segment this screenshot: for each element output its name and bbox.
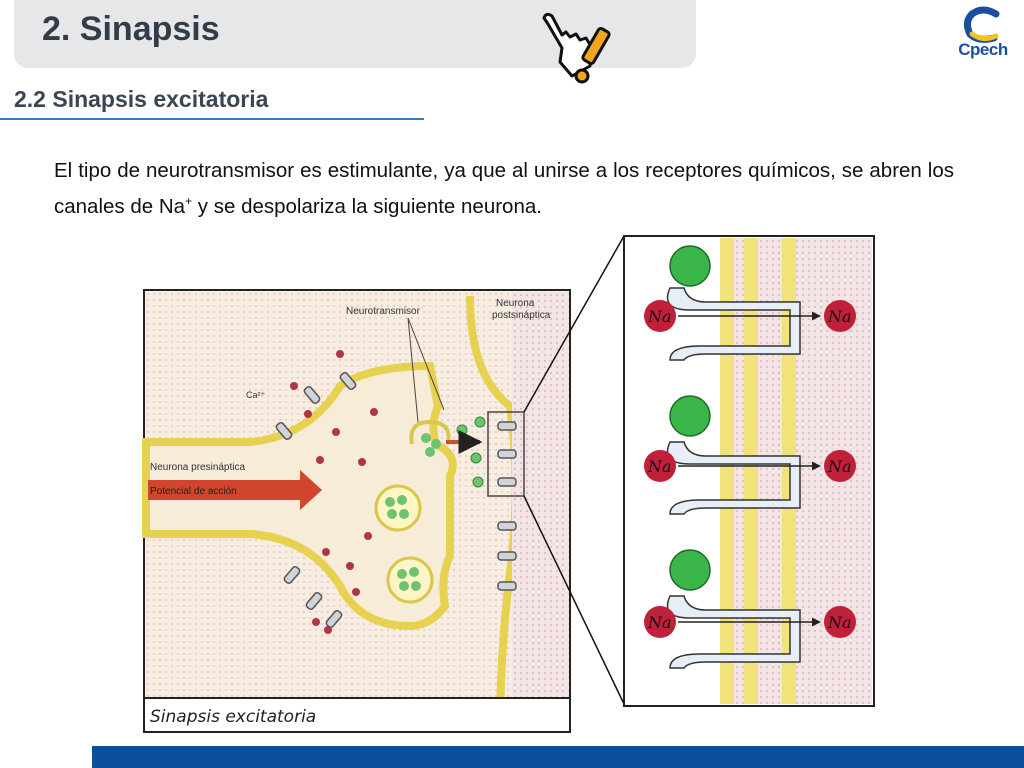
page-title: 2. Sinapsis [42,10,220,48]
label-neurotransmitter: Neurotransmisor [346,306,421,317]
sodium-label: Na [827,307,852,326]
sodium-label: Na [647,613,672,632]
zoom-region-box [487,411,525,497]
sodium-ion [824,606,856,638]
body-text-part2: y se despolariza la siguiente neurona. [192,194,542,218]
postsynaptic-cytoplasm [512,292,568,730]
label-postsynaptic-line2: postsináptica [492,310,551,321]
sodium-ion [824,300,856,332]
logo-text: Cpech [958,40,1008,59]
receptor-zoom-panel: Na Na Na Na Na Na [623,235,875,707]
section-divider [0,118,424,120]
synapse-illustration: Neurotransmisor Neurona postsináptica Ca… [142,235,875,733]
sodium-label: Na [647,307,672,326]
neurotransmitter-molecule [669,549,711,591]
body-superscript: + [185,194,193,208]
pointing-hand-exclamation-icon [542,12,611,84]
postsynaptic-receptors [497,421,517,591]
sodium-label: Na [827,457,852,476]
label-postsynaptic-line1: Neurona [496,298,535,309]
zoom-line-top [523,235,625,413]
action-potential-arrow [148,470,322,510]
ligand-gated-channel: Na Na [644,549,856,669]
label-calcium: Ca²⁺ [246,390,266,400]
zoom-line-bottom [523,495,625,705]
sodium-ion [644,300,676,332]
neurotransmitter-molecule [669,245,711,287]
body-paragraph: El tipo de neurotransmisor es estimulant… [54,156,954,222]
calcium-ions [290,350,378,634]
cpech-logo-mark-icon [963,6,1000,43]
ligand-gated-channel: Na Na [644,245,856,361]
label-presynaptic-neuron: Neurona presináptica [150,462,245,473]
synaptic-vesicle [386,556,434,604]
figure-caption: Sinapsis excitatoria [150,707,316,727]
cpech-logo: Cpech [950,6,1016,64]
ligand-gated-channel: Na Na [644,395,856,515]
footer-bar [92,746,1024,768]
neurotransmitter-molecule [669,395,711,437]
body-text-part1: El tipo de neurotransmisor es estimulant… [54,159,954,218]
synaptic-vesicle [374,484,422,532]
label-action-potential: Potencial de acción [150,486,237,497]
sodium-label: Na [647,457,672,476]
synapse-overview-panel: Neurotransmisor Neurona postsináptica Ca… [142,289,571,733]
fusing-vesicle [409,419,451,457]
sodium-label: Na [827,613,852,632]
section-title: 2.2 Sinapsis excitatoria [14,86,269,112]
sodium-ion [644,450,676,482]
calcium-channels [275,372,357,628]
sodium-ion [824,450,856,482]
sodium-ion [644,606,676,638]
